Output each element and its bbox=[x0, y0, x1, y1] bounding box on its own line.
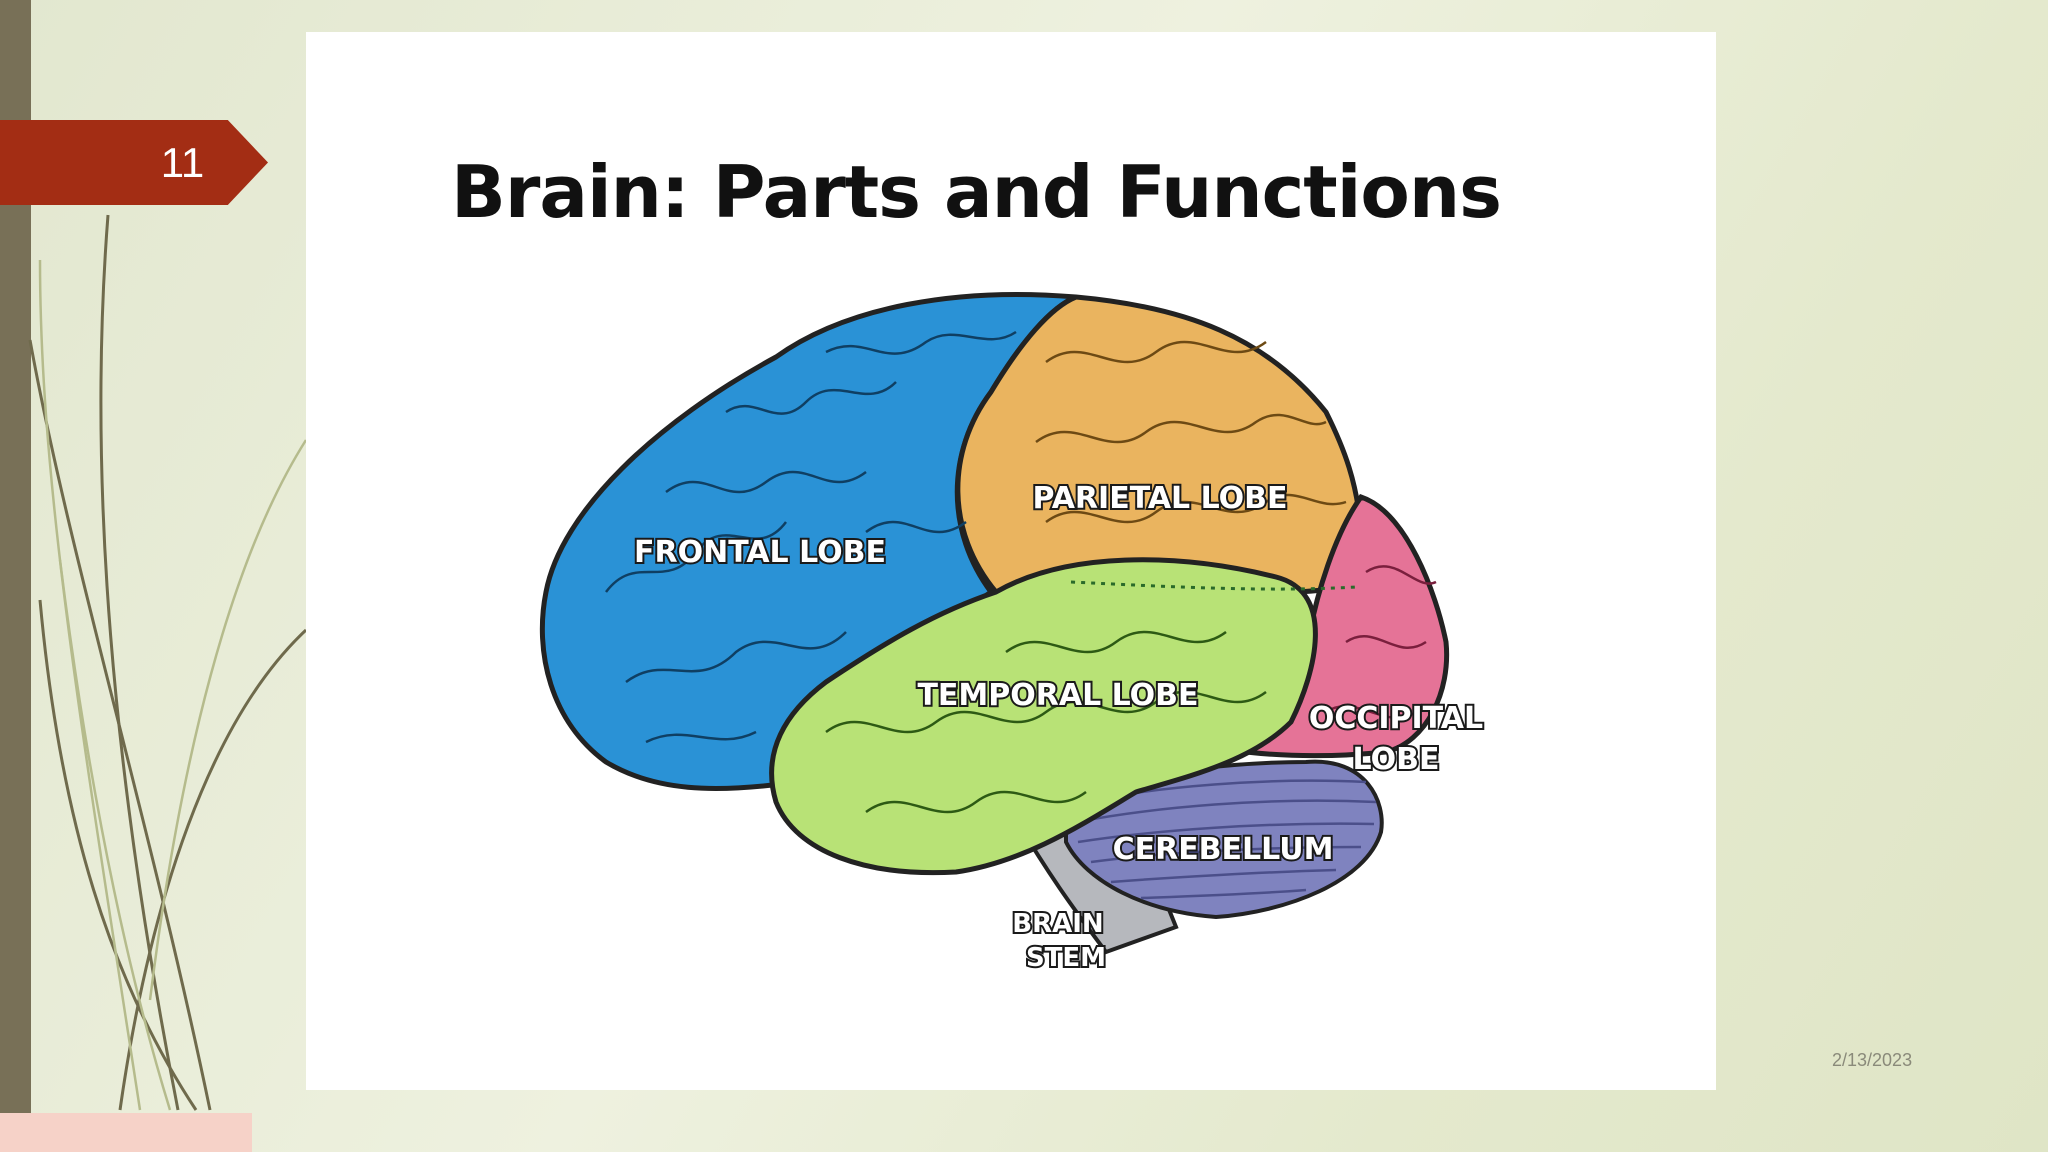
brain-diagram: FRONTAL LOBE PARIETAL LOBE TEMPORAL LOBE… bbox=[539, 292, 1485, 975]
slide-number: 11 bbox=[160, 139, 205, 186]
brainstem-label-line1: BRAIN bbox=[1012, 909, 1103, 939]
temporal-gyri bbox=[825, 630, 1267, 814]
frontal-lobe-label: FRONTAL LOBE bbox=[634, 535, 886, 570]
occipital-lobe-label-line2: LOBE bbox=[1353, 742, 1440, 777]
occipital-lobe-label-line1: OCCIPITAL bbox=[1309, 701, 1483, 736]
brainstem-label-line2: STEM bbox=[1026, 943, 1106, 973]
brain-diagram-image: Brain: Parts and Functions bbox=[306, 32, 1716, 1090]
diagram-title: Brain: Parts and Functions bbox=[451, 150, 1502, 234]
slide-date: 2/13/2023 bbox=[1832, 1050, 1913, 1070]
grass-decoration bbox=[28, 214, 308, 1111]
parietal-gyri bbox=[1035, 340, 1347, 524]
frontal-gyri bbox=[605, 330, 1017, 744]
cerebellum-label: CEREBELLUM bbox=[1113, 832, 1334, 867]
cerebellum-stripes bbox=[1075, 779, 1377, 900]
occipital-gyri bbox=[1325, 565, 1437, 719]
corner-accent bbox=[0, 1113, 252, 1152]
parietal-lobe-label: PARIETAL LOBE bbox=[1032, 481, 1287, 516]
slide-number-ribbon bbox=[0, 120, 268, 205]
temporal-lobe-label: TEMPORAL LOBE bbox=[917, 678, 1198, 713]
